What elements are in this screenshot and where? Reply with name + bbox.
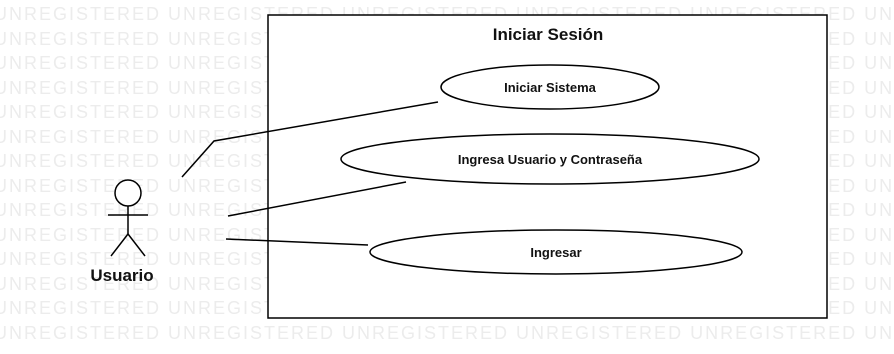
use-case-label: Ingresar xyxy=(530,245,581,260)
actor-head xyxy=(114,179,142,207)
actor-left-leg xyxy=(110,233,129,257)
use-case-ingresar: Ingresar xyxy=(369,229,743,275)
actor-stick-figure xyxy=(108,179,148,257)
use-case-iniciar-sistema: Iniciar Sistema xyxy=(440,64,660,110)
association-line-ingresar xyxy=(225,238,369,246)
association-line-ingresa-usuario xyxy=(227,181,407,217)
use-case-ellipse xyxy=(440,64,660,110)
use-case-ingresa-usuario-contrasena: Ingresa Usuario y Contraseña xyxy=(340,133,760,185)
association-line-iniciar-sistema xyxy=(181,101,439,178)
system-boundary-title: Iniciar Sesión xyxy=(493,25,604,44)
use-case-ellipse xyxy=(369,229,743,275)
use-case-label: Ingresa Usuario y Contraseña xyxy=(458,152,643,167)
use-case-label: Iniciar Sistema xyxy=(504,80,597,95)
use-case-ellipse xyxy=(340,133,760,185)
actor-right-leg xyxy=(127,233,146,257)
actor-name: Usuario xyxy=(90,266,153,285)
